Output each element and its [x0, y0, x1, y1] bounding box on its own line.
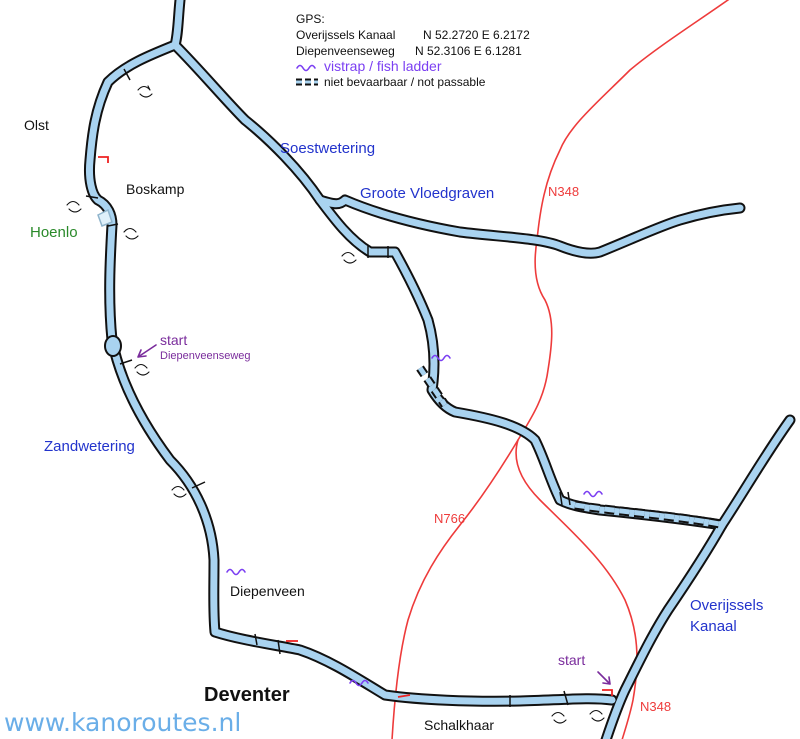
label-diepenveen: Diepenveen: [230, 583, 305, 599]
not-passable-to-kanaal-fill: [574, 502, 721, 527]
portage-icon: [341, 251, 357, 264]
legend-not-passable: niet bevaarbaar / not passable: [324, 75, 486, 89]
road-n348: [515, 0, 730, 739]
label-n348-north: N348: [548, 184, 579, 199]
label-soestwetering: Soestwetering: [280, 140, 375, 157]
portage-icon: [551, 711, 567, 724]
roads: [391, 0, 730, 739]
hoenlo-building-icon: [97, 208, 113, 227]
road-n766: [391, 439, 519, 739]
start-arrow-icon: [137, 344, 157, 358]
label-groote-vloedgraven: Groote Vloedgraven: [360, 185, 494, 202]
start-arrow-icon: [597, 671, 611, 685]
gps-legend: GPS: Overijssels Kanaal N 52.2720 E 6.21…: [296, 12, 530, 89]
website-link[interactable]: www.kanoroutes.nl: [4, 708, 241, 737]
overijssels-kanaal: [602, 416, 794, 739]
start-sublabel-west: Diepenveenseweg: [160, 350, 251, 362]
dam-marker: [85, 195, 99, 199]
launch-point: [98, 156, 109, 163]
soestwetering-outline: [169, 39, 728, 531]
label-zandwetering: Zandwetering: [44, 438, 135, 455]
portage-icon: [123, 227, 139, 240]
gps-line1-name: Overijssels Kanaal: [296, 28, 395, 42]
waterways-fill: [86, 0, 794, 739]
fish-ladder-icon: [583, 490, 603, 498]
soestwetering: [171, 41, 726, 529]
not-passable-sections: [416, 365, 721, 529]
road-labels: N348 N766 N348: [434, 184, 671, 714]
fish-ladder-icon: [226, 568, 246, 576]
label-n766: N766: [434, 511, 465, 526]
portage-icon: [134, 363, 150, 376]
dam-marker: [254, 633, 258, 646]
label-boskamp: Boskamp: [126, 181, 185, 197]
gps-line2-coords: N 52.3106 E 6.1281: [415, 44, 522, 58]
portage-icon: [171, 485, 187, 498]
portage-icon: [137, 85, 153, 98]
launch-points: [98, 156, 613, 698]
dam-marker: [191, 481, 206, 489]
fish-ladder-icon: [349, 679, 369, 687]
fish-ladder-icon: [431, 354, 451, 362]
portage-icon: [589, 709, 605, 722]
portage-icon: [66, 200, 82, 213]
start-label-east: start: [558, 652, 585, 668]
dam-marker: [119, 359, 133, 365]
launch-point: [602, 689, 613, 696]
label-overijssels: Overijssels: [690, 597, 763, 614]
waterway-labels: Soestwetering Groote Vloedgraven Zandwet…: [44, 140, 763, 635]
start-labels: start Diepenveenseweg start: [160, 332, 585, 668]
label-kanaal: Kanaal: [690, 618, 737, 635]
dam-marker: [107, 223, 119, 227]
dam-marker: [567, 491, 571, 506]
groote-vloedgraven-outline: [314, 194, 746, 259]
overijssels-kanaal-outline: [600, 414, 796, 739]
dam-marker: [123, 68, 131, 81]
label-schalkhaar: Schalkhaar: [424, 717, 494, 733]
launch-point: [397, 694, 411, 698]
dam-marker: [277, 639, 281, 655]
place-labels: Olst Boskamp Hoenlo Diepenveen Deventer …: [24, 117, 494, 733]
label-n348-south: N348: [640, 699, 671, 714]
dam-marker: [559, 491, 563, 506]
label-olst: Olst: [24, 117, 49, 133]
groote-vloedgraven: [316, 196, 744, 257]
dams: [85, 68, 571, 707]
start-arrows: [137, 344, 611, 685]
label-hoenlo: Hoenlo: [30, 224, 78, 241]
waterways-outline: [84, 0, 796, 739]
gps-heading: GPS:: [296, 12, 325, 26]
gps-line2-name: Diepenveenseweg: [296, 44, 395, 58]
portage-symbols: [66, 85, 605, 724]
legend-fish-ladder: vistrap / fish ladder: [324, 58, 442, 74]
label-deventer: Deventer: [204, 684, 290, 706]
not-passable-soestwetering-fill: [417, 366, 448, 407]
dam-marker: [563, 690, 569, 706]
legend-fish-ladder-icon: [296, 64, 316, 72]
zandwetering: [86, 0, 616, 705]
fish-ladders: [226, 354, 603, 687]
gps-line1-coords: N 52.2720 E 6.2172: [423, 28, 530, 42]
start-label-west: start: [160, 332, 187, 348]
pond-bulge: [104, 335, 122, 357]
